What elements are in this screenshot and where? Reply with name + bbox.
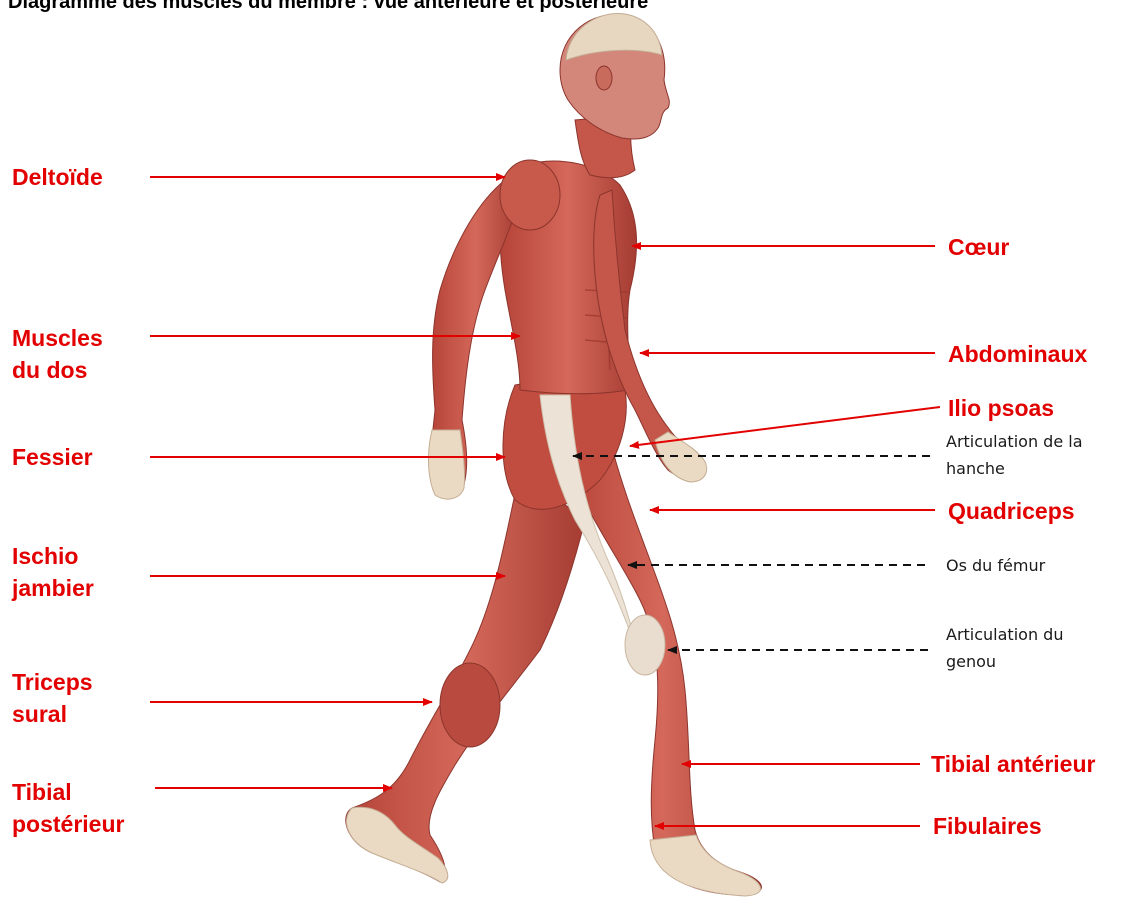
label-muscles-du-dos-line2: du dos (12, 354, 103, 386)
ear (596, 66, 612, 90)
front-foot (650, 835, 760, 896)
label-coeur-text: Cœur (948, 231, 1009, 263)
label-ilio-psoas-text: Ilio psoas (948, 392, 1054, 424)
label-ischio-jambier: Ischio jambier (12, 540, 94, 604)
note-articulation-hanche: Articulation de la hanche (946, 428, 1083, 482)
shoulder (500, 160, 560, 230)
label-triceps-sural: Triceps sural (12, 666, 93, 730)
label-muscles-du-dos: Muscles du dos (12, 322, 103, 386)
note-hanche-line2: hanche (946, 455, 1083, 482)
label-fibulaires: Fibulaires (933, 810, 1042, 842)
label-muscles-du-dos-line1: Muscles (12, 322, 103, 354)
label-tibial-post-line2: postérieur (12, 808, 124, 840)
calf (440, 663, 500, 747)
label-triceps-line1: Triceps (12, 666, 93, 698)
knee (625, 615, 665, 675)
label-fibulaires-text: Fibulaires (933, 810, 1042, 842)
note-hanche-line1: Articulation de la (946, 428, 1083, 455)
label-tibial-post-line1: Tibial (12, 776, 124, 808)
label-fessier-text: Fessier (12, 441, 93, 473)
label-tibial-anterieur: Tibial antérieur (931, 748, 1095, 780)
label-deltoide-text: Deltoïde (12, 161, 103, 193)
note-genou-line1: Articulation du (946, 621, 1063, 648)
label-tibial-ant-text: Tibial antérieur (931, 748, 1095, 780)
label-coeur: Cœur (948, 231, 1009, 263)
page-title: Diagramme des muscles du membre : vue an… (8, 0, 648, 14)
label-tibial-posterieur: Tibial postérieur (12, 776, 124, 840)
note-articulation-genou: Articulation du genou (946, 621, 1063, 675)
label-ilio-psoas: Ilio psoas (948, 392, 1054, 424)
label-fessier: Fessier (12, 441, 93, 473)
label-quadriceps-text: Quadriceps (948, 495, 1075, 527)
label-quadriceps: Quadriceps (948, 495, 1075, 527)
label-triceps-line2: sural (12, 698, 93, 730)
label-abdominaux: Abdominaux (948, 338, 1087, 370)
label-ischio-line2: jambier (12, 572, 94, 604)
label-ischio-line1: Ischio (12, 540, 94, 572)
note-os-femur: Os du fémur (946, 552, 1045, 579)
note-genou-line2: genou (946, 648, 1063, 675)
label-deltoide: Deltoïde (12, 161, 103, 193)
arrow-ilio-psoas (630, 407, 940, 446)
note-femur-text: Os du fémur (946, 552, 1045, 579)
back-hand (428, 430, 464, 499)
label-abdominaux-text: Abdominaux (948, 338, 1087, 370)
